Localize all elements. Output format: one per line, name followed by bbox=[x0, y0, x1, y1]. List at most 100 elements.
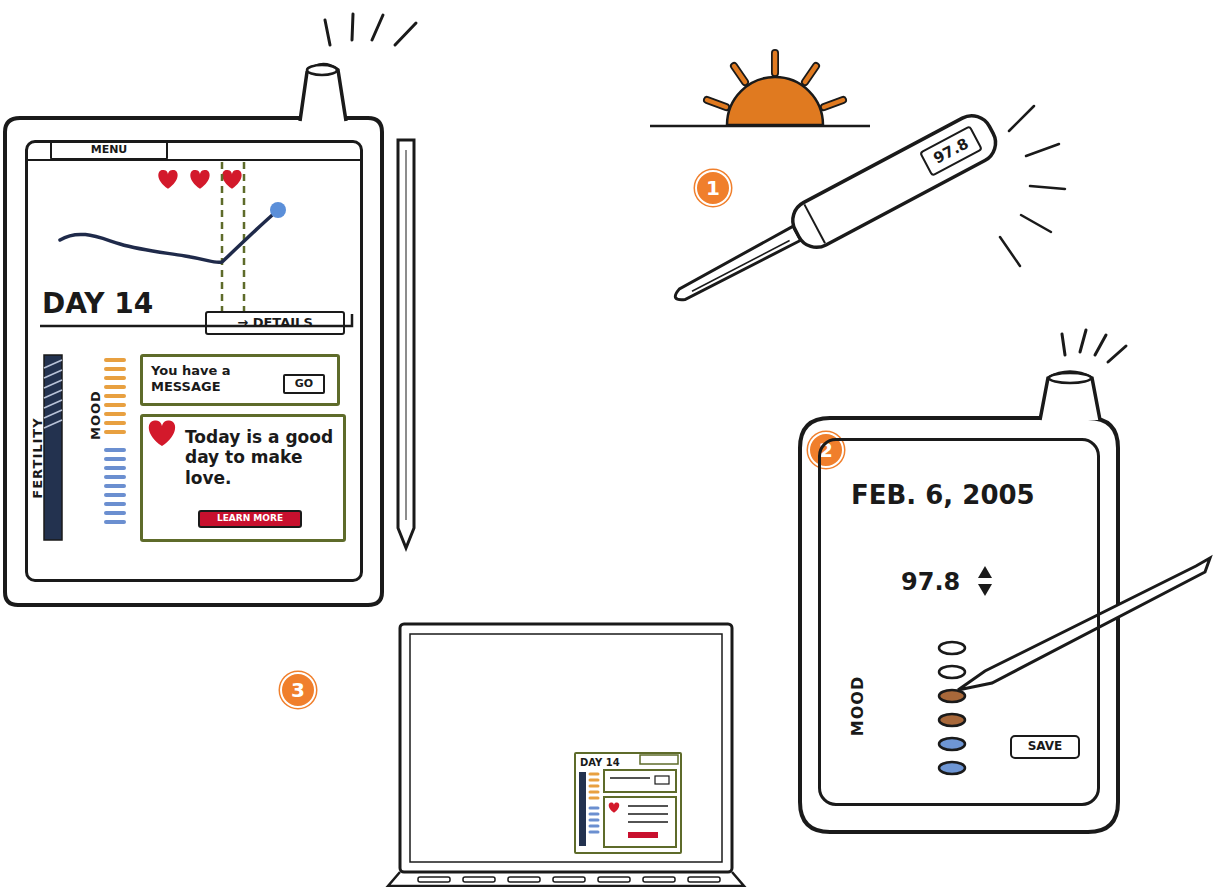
mini-mood-dash bbox=[590, 773, 598, 776]
device-screen: FEB. 6, 200597.8MOODSAVE bbox=[818, 438, 1100, 806]
signal-ray bbox=[1080, 330, 1086, 352]
mood-dash bbox=[106, 511, 124, 515]
mood-option bbox=[939, 642, 965, 654]
mood-dash bbox=[106, 412, 124, 416]
stylus-grip bbox=[406, 150, 407, 520]
mini-message-box bbox=[604, 770, 676, 792]
heart-mark bbox=[158, 170, 177, 189]
button-label: → DETAILS bbox=[207, 313, 343, 333]
mini-tab bbox=[640, 755, 678, 764]
fertile-window-line bbox=[221, 162, 224, 312]
mini-mood-dash bbox=[590, 797, 598, 800]
mood-dash bbox=[106, 403, 124, 407]
sun-ray bbox=[824, 100, 843, 107]
stylus bbox=[958, 558, 1210, 690]
antenna-cap bbox=[1049, 373, 1091, 383]
mood-dash bbox=[106, 394, 124, 398]
mini-button bbox=[628, 832, 658, 838]
laptop-key bbox=[688, 877, 720, 882]
mood-option bbox=[939, 666, 965, 678]
signal-ray bbox=[325, 20, 330, 45]
bar-hatch bbox=[44, 390, 62, 398]
tip-text: Today is a good day to make love. bbox=[185, 427, 335, 488]
mood-dash bbox=[106, 475, 124, 479]
body-ridge bbox=[804, 204, 825, 243]
mood-dash bbox=[106, 502, 124, 506]
laptop-key bbox=[598, 877, 630, 882]
mini-heart bbox=[609, 803, 620, 813]
button-label: LEARN MORE bbox=[200, 512, 300, 526]
bar-hatch bbox=[44, 400, 62, 408]
mood-dash bbox=[106, 484, 124, 488]
menu-tab: MENU bbox=[50, 140, 168, 160]
mini-mood-dash bbox=[590, 825, 598, 828]
go-button: GO bbox=[283, 374, 325, 394]
mini-mood-dash bbox=[590, 791, 598, 794]
message-box: You have a MESSAGE GO bbox=[140, 354, 340, 406]
decrease-arrow bbox=[978, 584, 992, 596]
mood-label: MOOD bbox=[89, 390, 103, 440]
callout-number: 1 bbox=[695, 170, 731, 206]
thermometer-display: 97.8 bbox=[919, 125, 983, 177]
sun-ray bbox=[734, 66, 745, 82]
date-label: FEB. 6, 2005 bbox=[851, 481, 1035, 510]
stylus bbox=[398, 140, 414, 548]
mood-option bbox=[939, 762, 965, 774]
bar-hatch bbox=[44, 360, 62, 368]
fertile-window-line bbox=[243, 162, 246, 312]
mini-screen: DAY 14 bbox=[574, 752, 682, 854]
thermometer-probe bbox=[672, 226, 801, 305]
mood-dash bbox=[106, 430, 124, 434]
mini-text-line bbox=[628, 813, 668, 815]
bar-hatch bbox=[44, 420, 62, 428]
sun-ray bbox=[805, 66, 816, 82]
device-body bbox=[800, 418, 1118, 832]
mini-fertility-bar bbox=[579, 772, 586, 846]
device-screen: DAY 14FERTILITYMOODMENU→ DETAILSYou have… bbox=[25, 140, 363, 582]
learn-more-button: LEARN MORE bbox=[198, 510, 302, 528]
laptop-key bbox=[418, 877, 450, 882]
mini-button bbox=[655, 776, 669, 784]
heart-mark bbox=[222, 170, 241, 189]
temperature-entry: 97.8 bbox=[901, 569, 960, 595]
thermometer bbox=[664, 109, 1002, 319]
mood-dash bbox=[106, 385, 124, 389]
sun-ray bbox=[771, 53, 779, 73]
mood-dash bbox=[106, 421, 124, 425]
message-text: You have a MESSAGE bbox=[151, 363, 276, 394]
sun-ray bbox=[773, 53, 778, 73]
sun-ray bbox=[707, 100, 726, 107]
mood-dash bbox=[106, 376, 124, 380]
horizon-line bbox=[650, 125, 870, 128]
bar-hatch bbox=[44, 380, 62, 388]
laptop-key bbox=[643, 877, 675, 882]
mood-option bbox=[939, 714, 965, 726]
heart-mark bbox=[190, 170, 209, 189]
rising-sun bbox=[727, 77, 823, 125]
mood-scale bbox=[106, 360, 124, 522]
button-label: GO bbox=[285, 376, 323, 392]
bar-hatch bbox=[44, 370, 62, 378]
laptop-key bbox=[508, 877, 540, 882]
laptop-screen bbox=[410, 634, 722, 862]
laptop-key bbox=[553, 877, 585, 882]
mini-mood-dash bbox=[590, 831, 598, 834]
signal-ray bbox=[1108, 346, 1126, 362]
menu-label: MENU bbox=[52, 142, 166, 158]
mini-mood-dash bbox=[590, 813, 598, 816]
laptop-lid bbox=[400, 624, 732, 872]
laptop-base bbox=[388, 872, 744, 886]
fertility-bar bbox=[44, 355, 62, 540]
heart-mark bbox=[149, 420, 175, 446]
mini-mood-dash bbox=[590, 807, 598, 810]
mood-option bbox=[939, 690, 965, 702]
signal-ray bbox=[395, 23, 416, 45]
day-label: DAY 14 bbox=[42, 289, 153, 320]
signal-ray bbox=[372, 15, 383, 40]
device-body bbox=[5, 118, 382, 605]
mood-label: MOOD bbox=[849, 676, 867, 736]
tip-box: Today is a good day to make love. LEARN M… bbox=[140, 414, 346, 542]
day-label: DAY 14 bbox=[580, 757, 620, 768]
